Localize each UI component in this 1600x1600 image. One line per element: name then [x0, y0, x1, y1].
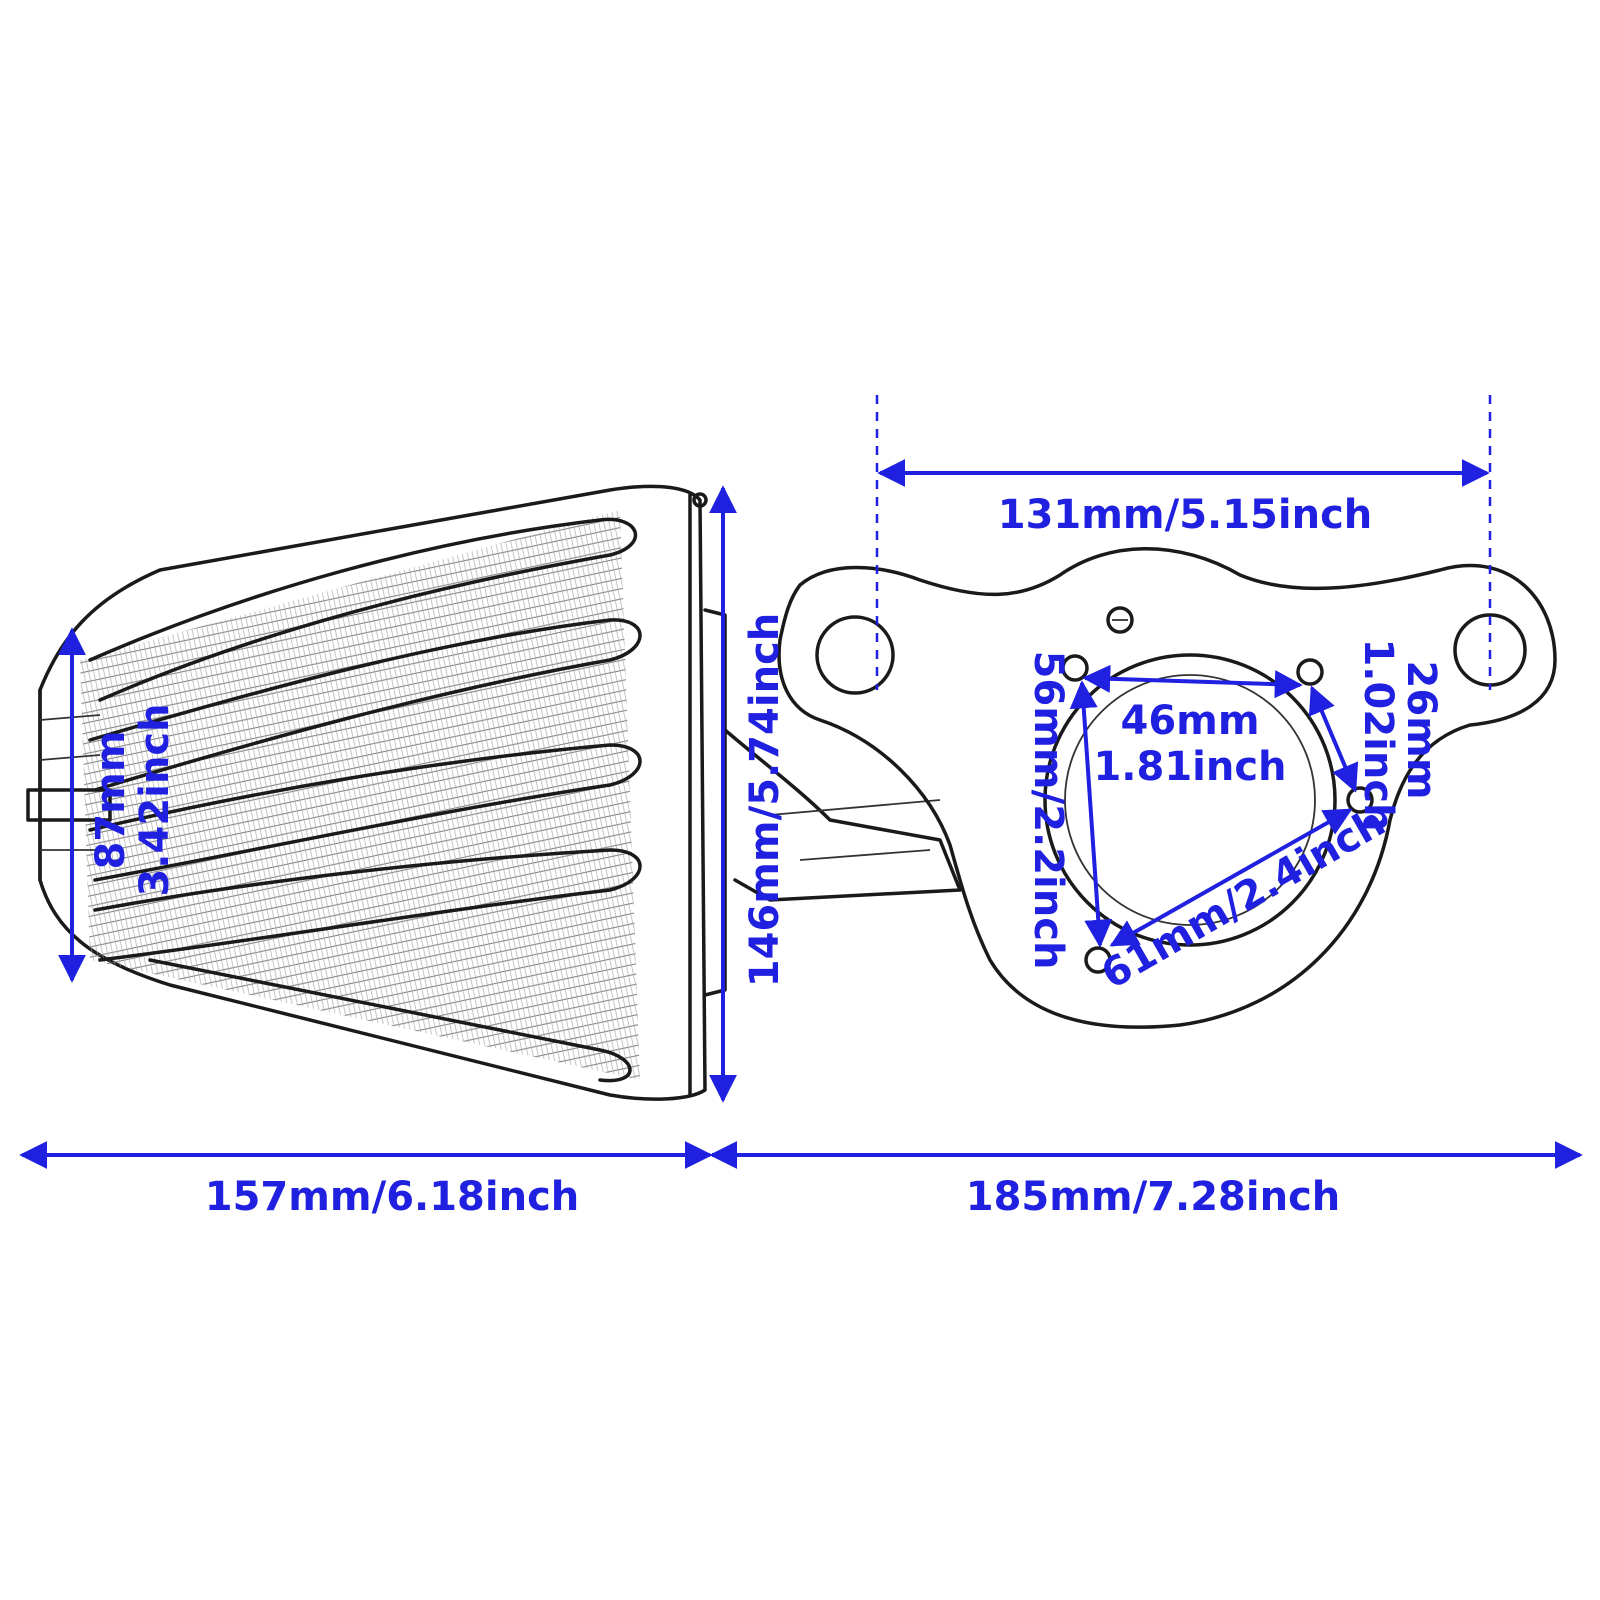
label-mount-spacing: 131mm/5.15inch [998, 492, 1373, 538]
label-bolt-right-inch: 1.02inch [1355, 638, 1401, 831]
label-bolt-right-mm: 26mm [1398, 660, 1444, 799]
label-bolt-left: 56mm/2.2inch [1025, 651, 1071, 970]
filter-fin-3 [88, 743, 642, 882]
label-width-left: 157mm/6.18inch [205, 1174, 580, 1220]
label-filter-height: 146mm/5.74inch [742, 613, 788, 988]
bolt-hole-3 [1346, 786, 1374, 814]
bolt-hole-4 [1084, 946, 1112, 974]
dimension-line-bolt-top [1082, 664, 1303, 699]
filter-fin-1 [88, 517, 638, 702]
filter-fin-4 [93, 848, 642, 962]
filter-flange [688, 493, 727, 1097]
label-inlet-height-mm: 87mm [88, 730, 134, 869]
label-bolt-top-inch: 1.81inch [1093, 744, 1286, 790]
backing-plate-drawing [723, 547, 1557, 1029]
dimension-line-bolt-right [1308, 685, 1359, 793]
filter-fin-5 [148, 958, 632, 1083]
dimension-line-bolt-bottom [1109, 808, 1353, 947]
label-bolt-top-mm: 46mm [1120, 698, 1259, 744]
filter-fin-2 [88, 618, 642, 792]
plate-outline [777, 547, 1557, 1029]
mount-hole-left [815, 615, 895, 695]
plate-screw-icon [1106, 606, 1134, 634]
dimension-line-bolt-left [1069, 680, 1113, 948]
bolt-hole-2 [1296, 658, 1324, 686]
bracket-arm-edge [769, 799, 941, 861]
label-inlet-height-inch: 3.42inch [132, 703, 178, 896]
label-bolt-bottom: 61mm/2.4inch [1094, 799, 1393, 998]
bracket-arm [723, 728, 962, 902]
filter-screw-icon [692, 492, 708, 508]
label-width-right: 185mm/7.28inch [966, 1174, 1341, 1220]
